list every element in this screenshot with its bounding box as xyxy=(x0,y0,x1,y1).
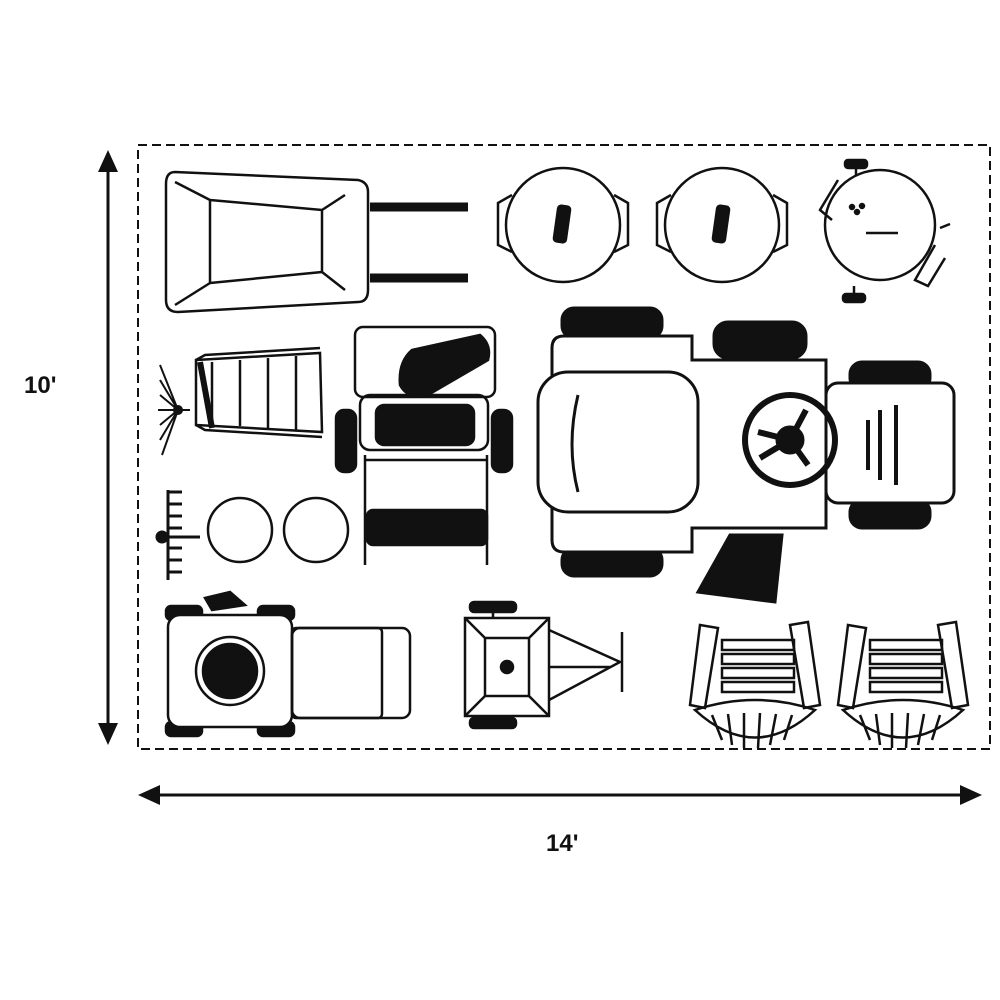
width-dimension-arrow xyxy=(138,785,982,805)
adirondack-chair-right-icon xyxy=(836,620,970,749)
ladder-icon xyxy=(194,346,324,439)
round-stool-right-icon xyxy=(282,496,350,564)
push-mower-icon xyxy=(164,590,412,738)
kettle-grill-icon xyxy=(818,158,951,304)
garden-tractor-icon xyxy=(536,306,956,604)
wheelbarrow-icon xyxy=(164,170,468,314)
garden-cart-icon xyxy=(463,600,624,730)
lawn-mower-icon xyxy=(334,325,514,565)
grill-left-icon xyxy=(496,166,630,284)
adirondack-chair-left-icon xyxy=(688,620,822,749)
sprinkler-icon xyxy=(158,364,190,456)
rake-icon xyxy=(155,490,200,580)
height-dimension-arrow xyxy=(98,150,118,745)
round-stool-left-icon xyxy=(206,496,274,564)
grill-center-icon xyxy=(655,166,789,284)
floor-mat-outline xyxy=(137,144,991,750)
height-dimension-label: 10' xyxy=(24,372,57,399)
width-dimension-label: 14' xyxy=(546,830,579,857)
